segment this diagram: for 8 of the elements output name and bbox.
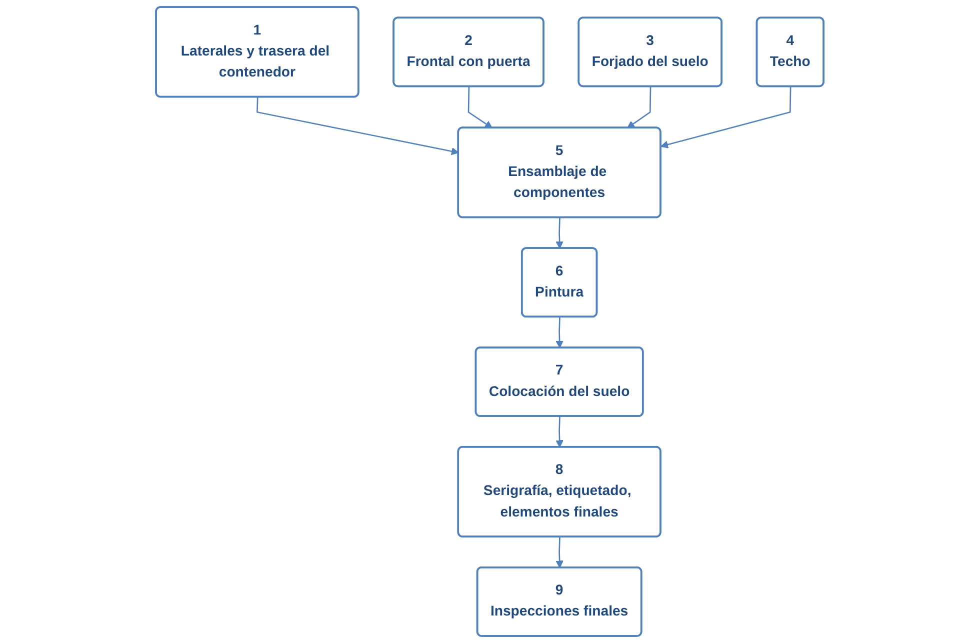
arrow bbox=[256, 97, 459, 156]
arrow bbox=[555, 416, 564, 448]
arrow bbox=[468, 86, 492, 128]
arrow bbox=[555, 317, 564, 348]
arrow bbox=[660, 86, 791, 148]
arrow bbox=[626, 86, 651, 128]
arrow bbox=[555, 218, 564, 249]
arrow bbox=[555, 536, 564, 568]
